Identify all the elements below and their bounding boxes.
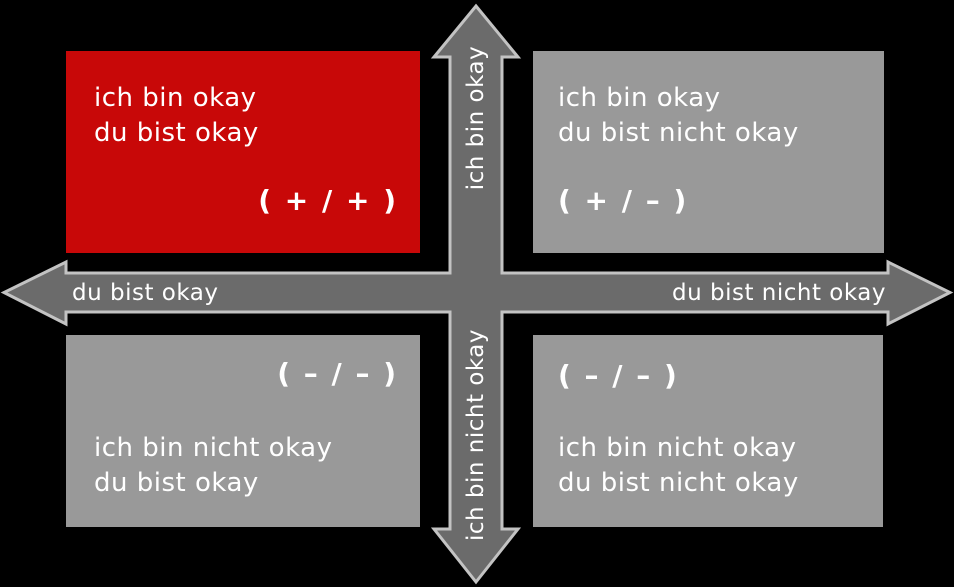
horizontal-axis-label-right: du bist nicht okay [671, 280, 886, 306]
vertical-axis-label-bottom: ich bin nicht okay [463, 328, 489, 542]
quadrant-symbol: ( – / – ) [277, 357, 398, 390]
quadrant-statement-line2: du bist okay [94, 118, 259, 148]
quadrant-statement-line2: du bist nicht okay [558, 468, 799, 498]
quadrant-statement-line2: du bist nicht okay [558, 118, 799, 148]
quadrant-statement: ich bin nicht okay du bist nicht okay [558, 431, 799, 501]
double-arrow-cross-shape [0, 3, 954, 585]
quadrant-symbol: ( + / – ) [558, 184, 689, 217]
quadrant-i-am-ok-you-are-ok: ich bin okay du bist okay ( + / + ) [66, 51, 420, 253]
quadrant-statement: ich bin nicht okay du bist okay [94, 431, 333, 501]
quadrant-i-am-not-ok-you-are-ok: ( – / – ) ich bin nicht okay du bist oka… [66, 335, 420, 527]
quadrant-statement-line1: ich bin nicht okay [94, 433, 333, 463]
quadrant-symbol: ( + / + ) [258, 184, 398, 217]
quadrant-statement: ich bin okay du bist nicht okay [558, 81, 799, 151]
quadrant-statement-line2: du bist okay [94, 468, 259, 498]
quadrant-i-am-ok-you-are-not-ok: ich bin okay du bist nicht okay ( + / – … [533, 51, 884, 253]
quadrant-statement-line1: ich bin nicht okay [558, 433, 797, 463]
quadrant-statement-line1: ich bin okay [94, 83, 257, 113]
quadrant-statement-line1: ich bin okay [558, 83, 721, 113]
horizontal-axis-label-left: du bist okay [72, 280, 219, 306]
quadrant-symbol: ( – / – ) [558, 359, 679, 392]
quadrant-statement: ich bin okay du bist okay [94, 81, 259, 151]
quadrant-i-am-not-ok-you-are-not-ok: ( – / – ) ich bin nicht okay du bist nic… [533, 335, 883, 527]
vertical-axis-label-top: ich bin okay [463, 45, 489, 191]
